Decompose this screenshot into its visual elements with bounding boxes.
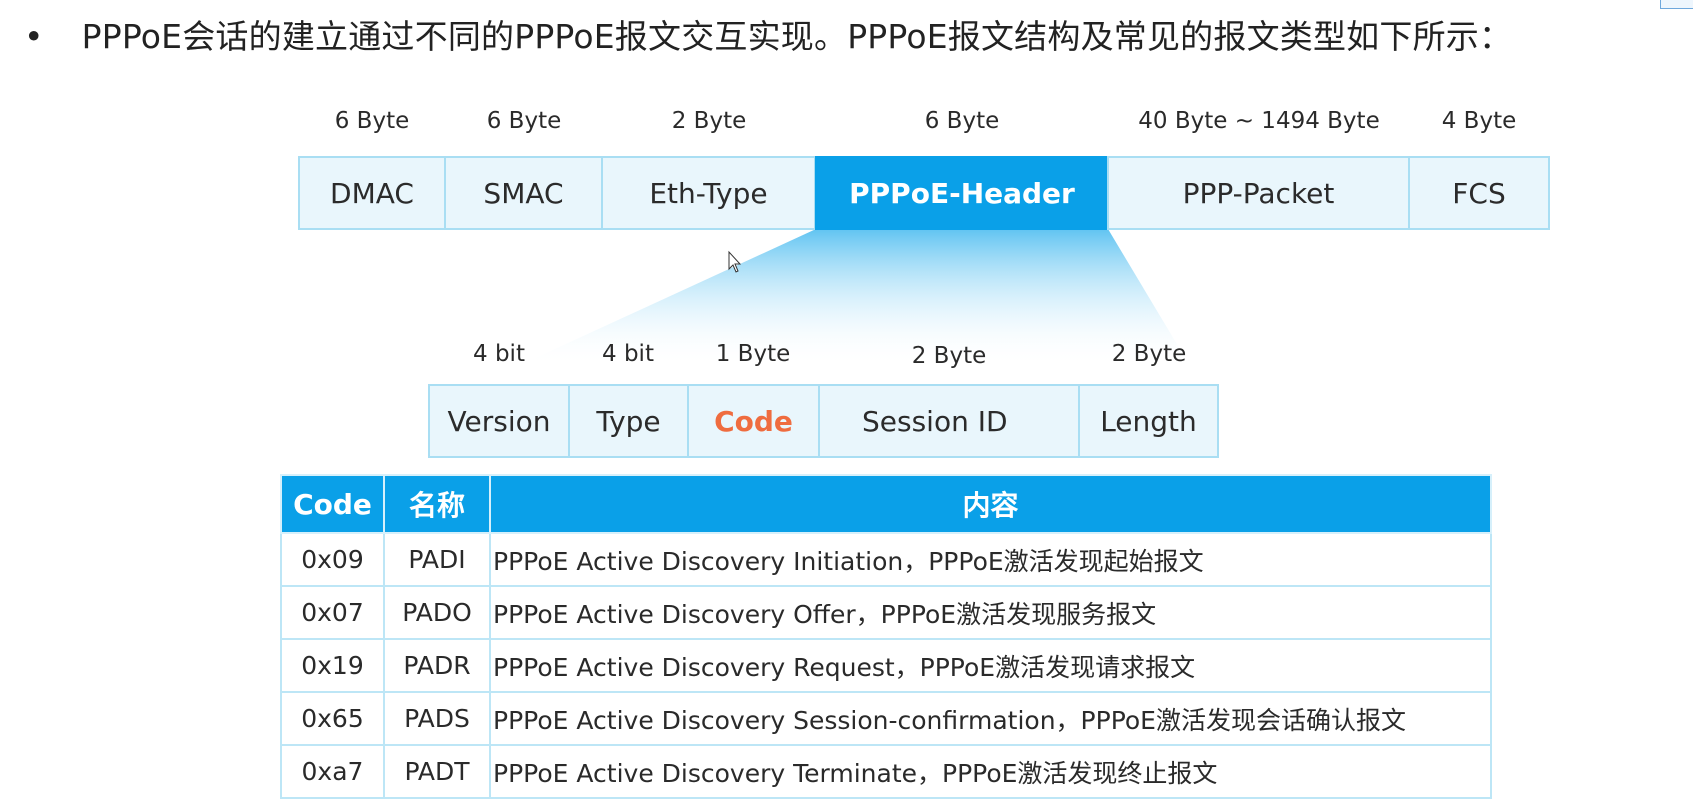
header-field-session-id: Session ID xyxy=(818,384,1080,458)
header-size-session-id: 2 Byte xyxy=(911,343,987,369)
frame-field-fcs: FCS xyxy=(1408,156,1550,230)
table-row: 0xa7 PADT PPPoE Active Discovery Termina… xyxy=(280,744,1492,799)
header-field-type: Type xyxy=(568,384,689,458)
name-cell: PADT xyxy=(383,744,491,799)
code-cell: 0x65 xyxy=(280,691,385,746)
code-cell: 0x09 xyxy=(280,532,385,587)
content-cell: PPPoE Active Discovery Request，PPPoE激活发现… xyxy=(489,638,1492,693)
table-row: 0x09 PADI PPPoE Active Discovery Initiat… xyxy=(280,532,1492,587)
frame-size-dmac: 6 Byte xyxy=(334,108,410,134)
content-cell: PPPoE Active Discovery Session-confirmat… xyxy=(489,691,1492,746)
slide-heading: • PPPoE会话的建立通过不同的PPPoE报文交互实现。PPPoE报文结构及常见… xyxy=(24,10,1512,58)
table-header-name: 名称 xyxy=(383,474,491,534)
frame-field-pppoe-header: PPPoE-Header xyxy=(815,156,1109,230)
frame-size-smac: 6 Byte xyxy=(486,108,562,134)
code-cell: 0xa7 xyxy=(280,744,385,799)
table-row: 0x07 PADO PPPoE Active Discovery Offer，P… xyxy=(280,585,1492,640)
header-size-type: 4 bit xyxy=(602,341,654,367)
frame-size-fcs: 4 Byte xyxy=(1441,108,1517,134)
frame-size-ppp-packet: 40 Byte ~ 1494 Byte xyxy=(1138,108,1380,134)
name-cell: PADS xyxy=(383,691,491,746)
frame-field-smac: SMAC xyxy=(444,156,603,230)
funnel-shape xyxy=(518,229,1190,366)
content-cell: PPPoE Active Discovery Initiation，PPPoE激… xyxy=(489,532,1492,587)
table-header-content: 内容 xyxy=(489,474,1492,534)
heading-text: PPPoE会话的建立通过不同的PPPoE报文交互实现。PPPoE报文结构及常见的… xyxy=(81,17,1513,56)
frame-field-ppp-packet: PPP-Packet xyxy=(1107,156,1410,230)
content-cell: PPPoE Active Discovery Offer，PPPoE激活发现服务… xyxy=(489,585,1492,640)
code-cell: 0x19 xyxy=(280,638,385,693)
pppoe-code-table: Code 名称 内容 0x09 PADI PPPoE Active Discov… xyxy=(280,474,1492,799)
bullet-icon: • xyxy=(24,17,44,56)
frame-size-ethtype: 2 Byte xyxy=(671,108,747,134)
header-size-length: 2 Byte xyxy=(1111,341,1187,367)
header-size-version: 4 bit xyxy=(473,341,525,367)
window-corner-handle xyxy=(1660,0,1693,9)
frame-field-dmac: DMAC xyxy=(298,156,446,230)
frame-field-ethtype: Eth-Type xyxy=(601,156,816,230)
code-cell: 0x07 xyxy=(280,585,385,640)
name-cell: PADR xyxy=(383,638,491,693)
mouse-cursor-icon xyxy=(728,250,742,273)
frame-size-pppoe-header: 6 Byte xyxy=(924,108,1000,134)
content-cell: PPPoE Active Discovery Terminate，PPPoE激活… xyxy=(489,744,1492,799)
table-row: 0x65 PADS PPPoE Active Discovery Session… xyxy=(280,691,1492,746)
header-field-code: Code xyxy=(687,384,820,458)
header-size-code: 1 Byte xyxy=(715,341,791,367)
header-field-version: Version xyxy=(428,384,570,458)
name-cell: PADO xyxy=(383,585,491,640)
table-header-code: Code xyxy=(280,474,385,534)
name-cell: PADI xyxy=(383,532,491,587)
table-row: 0x19 PADR PPPoE Active Discovery Request… xyxy=(280,638,1492,693)
table-header-row: Code 名称 内容 xyxy=(280,474,1492,534)
header-field-length: Length xyxy=(1078,384,1219,458)
